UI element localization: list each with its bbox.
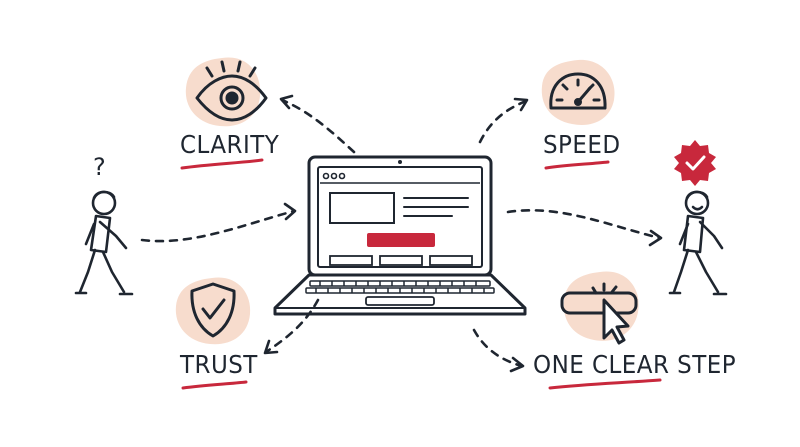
speed-underline bbox=[544, 160, 610, 170]
speedometer-icon bbox=[549, 72, 607, 110]
clarity-underline bbox=[180, 158, 264, 170]
trust-underline bbox=[181, 380, 248, 390]
page-footer-cards bbox=[329, 255, 473, 266]
page-text-lines bbox=[403, 197, 469, 217]
speed-label: SPEED bbox=[543, 130, 621, 159]
step-underline bbox=[548, 378, 662, 390]
arrow-to-trust bbox=[263, 298, 320, 355]
laptop-keyboard bbox=[305, 280, 495, 294]
laptop-icon bbox=[273, 155, 527, 316]
shield-check-icon bbox=[190, 282, 236, 338]
checkmark-badge-icon bbox=[674, 140, 716, 186]
trust-label: TRUST bbox=[180, 350, 258, 379]
arrow-to-step bbox=[472, 328, 525, 373]
laptop-screen-display bbox=[317, 166, 483, 268]
one-clear-step-label: ONE CLEAR STEP bbox=[533, 350, 737, 379]
confused-person-body bbox=[89, 214, 112, 254]
arrow-user-to-laptop bbox=[140, 202, 297, 243]
page-primary-cta-button bbox=[367, 233, 435, 247]
arrow-laptop-to-user bbox=[506, 208, 663, 247]
laptop-camera bbox=[398, 160, 402, 164]
page-image-placeholder bbox=[329, 192, 395, 224]
browser-window-dots bbox=[322, 172, 346, 180]
question-mark: ? bbox=[93, 153, 106, 181]
button-cursor-icon bbox=[560, 282, 638, 345]
arrow-to-clarity bbox=[279, 94, 356, 154]
clarity-label: CLARITY bbox=[180, 130, 280, 159]
arrow-to-speed bbox=[478, 97, 529, 144]
step-blob bbox=[563, 271, 639, 341]
happy-person-body bbox=[682, 214, 705, 254]
laptop-trackpad bbox=[365, 296, 435, 306]
trust-blob bbox=[175, 277, 251, 345]
happy-person bbox=[668, 190, 728, 296]
confused-person bbox=[74, 190, 134, 296]
eye-icon bbox=[195, 60, 268, 122]
